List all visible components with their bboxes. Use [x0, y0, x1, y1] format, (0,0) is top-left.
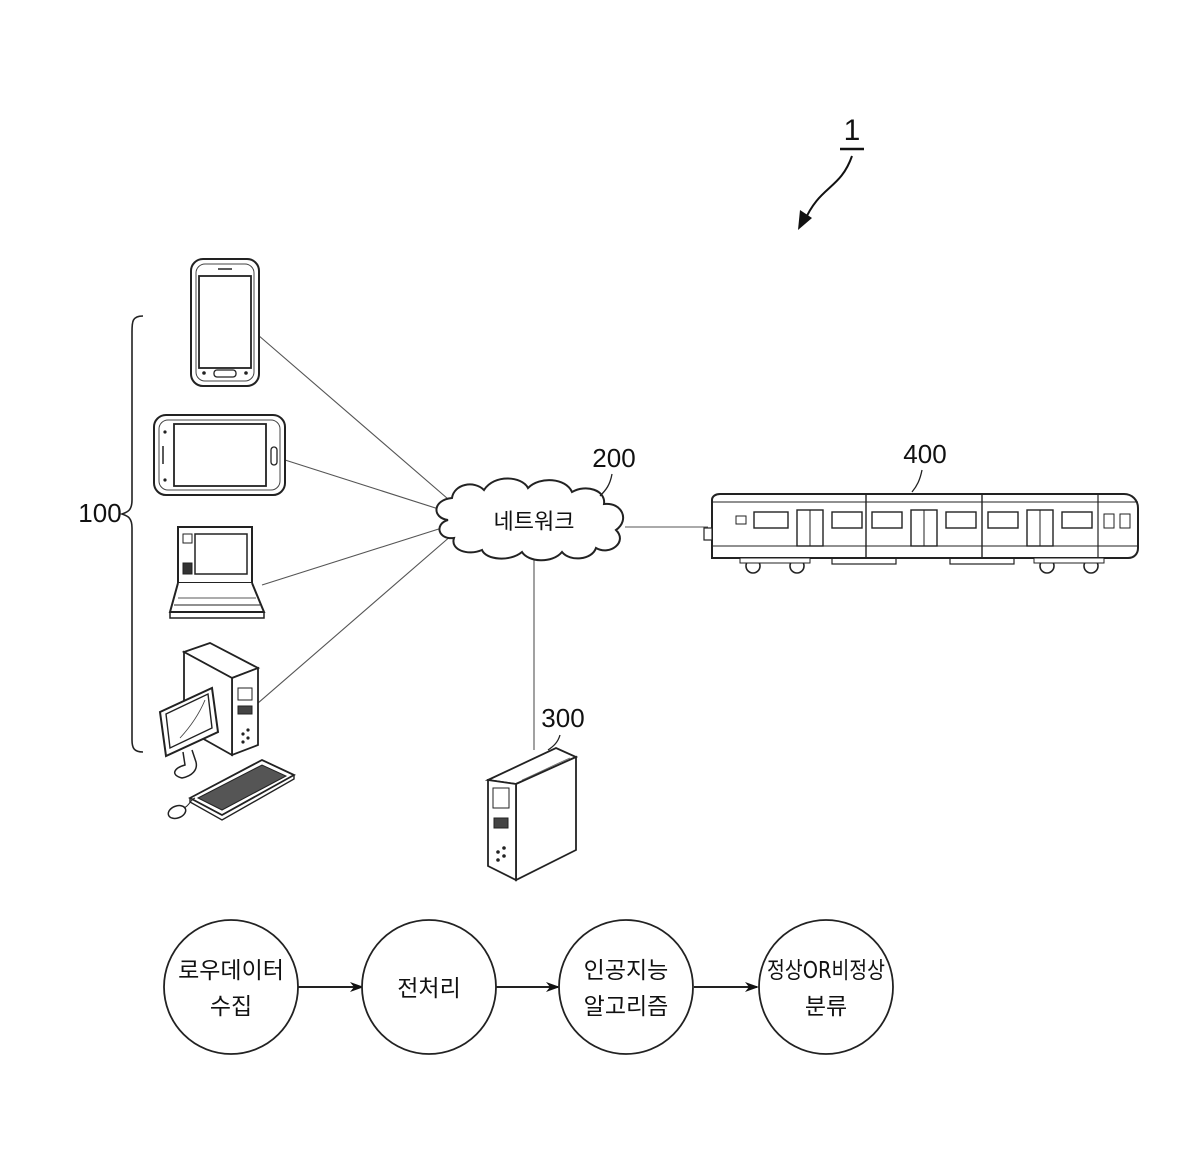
step-preprocessing: 전처리	[362, 920, 496, 1054]
step-3-line2: 알고리즘	[584, 994, 669, 1020]
ref-100: 100	[78, 498, 121, 528]
step-4-line1: 정상OR비정상	[767, 958, 885, 984]
smartphone-icon	[191, 259, 259, 386]
figure-number: 1	[844, 114, 861, 147]
step-3-line1: 인공지능	[584, 958, 669, 984]
user-terminal-group: 100	[78, 316, 143, 752]
ref-400: 400	[903, 439, 946, 469]
step-1-line2: 수집	[210, 994, 252, 1020]
step-raw-data-collection: 로우데이터 수집	[164, 920, 298, 1054]
process-flow: 로우데이터 수집 전처리 인공지능 알고리즘 정상OR비정상 분류	[164, 920, 893, 1054]
link-desktop	[250, 535, 452, 710]
group-bracket	[122, 316, 143, 752]
link-laptop	[262, 527, 445, 585]
link-tablet	[285, 460, 448, 512]
server-icon: 300	[488, 703, 585, 880]
ref-300: 300	[541, 703, 584, 733]
ref-200: 200	[592, 443, 635, 473]
train-icon: 400	[704, 439, 1138, 573]
step-1-line1: 로우데이터	[178, 958, 284, 984]
tablet-icon	[154, 415, 285, 495]
network-cloud: 네트워크 200	[436, 443, 635, 560]
step-ai-algorithm: 인공지능 알고리즘	[559, 920, 693, 1054]
laptop-icon	[170, 527, 264, 618]
network-label: 네트워크	[494, 510, 575, 535]
step-4-line2: 분류	[805, 994, 847, 1020]
step-classification: 정상OR비정상 분류	[759, 920, 893, 1054]
desktop-computer-icon	[160, 643, 294, 821]
figure-label: 1	[798, 114, 864, 230]
step-2-line1: 전처리	[397, 976, 460, 1002]
link-smartphone	[258, 335, 455, 505]
